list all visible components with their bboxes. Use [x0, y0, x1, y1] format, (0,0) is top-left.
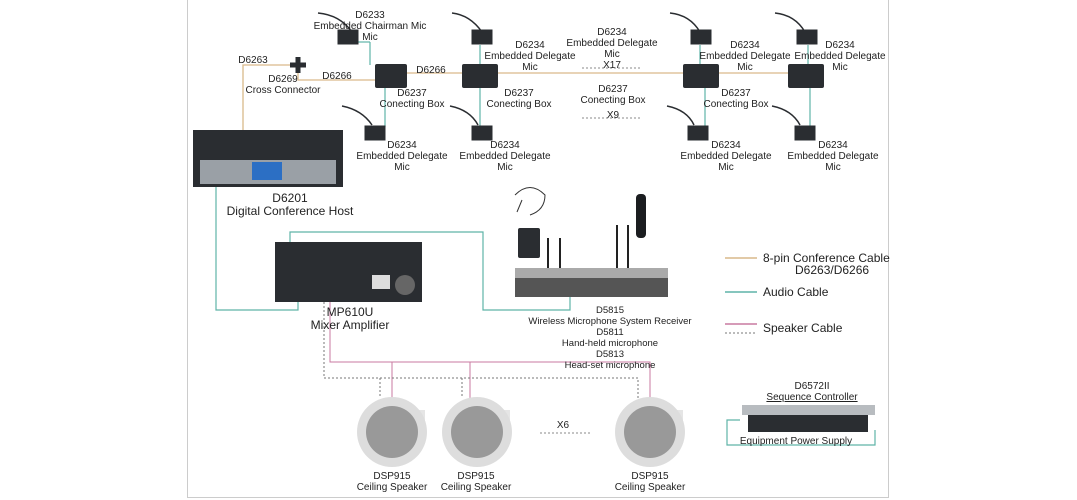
- conference-cables: [242, 64, 820, 130]
- ceiling-speaker-icons: [357, 397, 685, 467]
- cable-d6266-label: D6266: [322, 71, 352, 82]
- conference-host-icon: [193, 130, 343, 187]
- ceiling-speaker-icon: [357, 397, 427, 467]
- speaker-cables: [323, 302, 651, 398]
- power-supply-label: Equipment Power Supply: [739, 436, 853, 447]
- delegate-mic-icon: [666, 105, 709, 141]
- legend-conference-cable: 8-pin Conference Cable: [763, 251, 890, 265]
- delegate-mic-icon: [449, 105, 493, 141]
- diagram-frame: [187, 0, 889, 498]
- legend-conference-cable-models: D6263/D6266: [795, 263, 870, 277]
- wireless-receiver-icon: [515, 225, 668, 297]
- cable-d6266-label: D6266: [416, 65, 446, 76]
- mic-icons: [317, 12, 818, 141]
- audio-cables: [215, 41, 876, 446]
- multiplier-underlines: [540, 67, 642, 434]
- ceiling-speaker-icon: [442, 397, 512, 467]
- cable-d6263-label: D6263: [238, 55, 268, 66]
- chairman-mic-icon: [317, 12, 359, 45]
- delegate-mic-icon: [771, 105, 816, 141]
- mixer-amplifier-icon: [275, 242, 422, 302]
- delegate-mic-icon: [341, 105, 386, 141]
- headset-mic-icon: [514, 187, 546, 216]
- delegate-mic-icon: [774, 12, 818, 45]
- legend-speaker-cable: Speaker Cable: [763, 321, 843, 335]
- handheld-mic-icon: [636, 194, 646, 238]
- bodypack-transmitter-icon: [518, 228, 540, 258]
- connecting-box-icons: [375, 64, 824, 88]
- sequence-controller-icon: [742, 405, 875, 432]
- cross-connector-icon: [290, 57, 306, 73]
- legend-audio-cable: Audio Cable: [763, 285, 829, 299]
- delegate-mic-icon: [669, 12, 712, 45]
- delegate-mic-icon: [451, 12, 493, 45]
- ceiling-speaker-icon: [615, 397, 685, 467]
- speaker-multiplier-label: X6: [556, 420, 570, 431]
